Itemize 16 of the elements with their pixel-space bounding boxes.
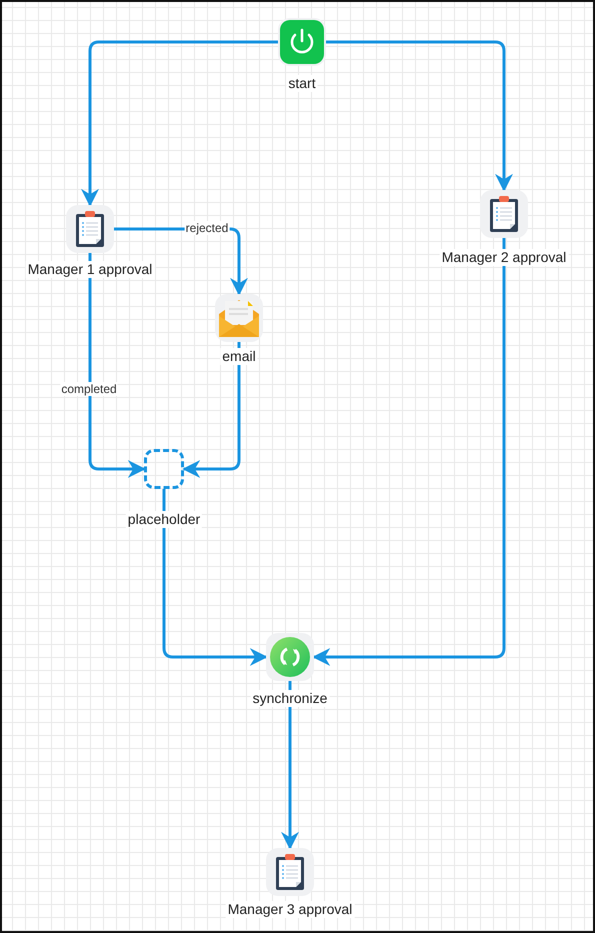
node-label: Manager 3 approval bbox=[226, 901, 354, 918]
node-label: email bbox=[220, 348, 258, 365]
arrow bbox=[312, 238, 506, 666]
node-label: start bbox=[286, 75, 318, 92]
arrow bbox=[182, 342, 240, 478]
edge-label: completed bbox=[60, 382, 118, 396]
edge-label: rejected bbox=[184, 221, 230, 235]
node-label: Manager 1 approval bbox=[26, 261, 154, 278]
arrow bbox=[162, 489, 268, 666]
arrow bbox=[281, 681, 299, 850]
node-label: Manager 2 approval bbox=[440, 249, 568, 266]
arrow bbox=[81, 40, 278, 207]
node-label: synchronize bbox=[250, 690, 330, 707]
arrow bbox=[326, 40, 513, 192]
arrow bbox=[88, 253, 146, 478]
node-label: placeholder bbox=[126, 511, 202, 528]
